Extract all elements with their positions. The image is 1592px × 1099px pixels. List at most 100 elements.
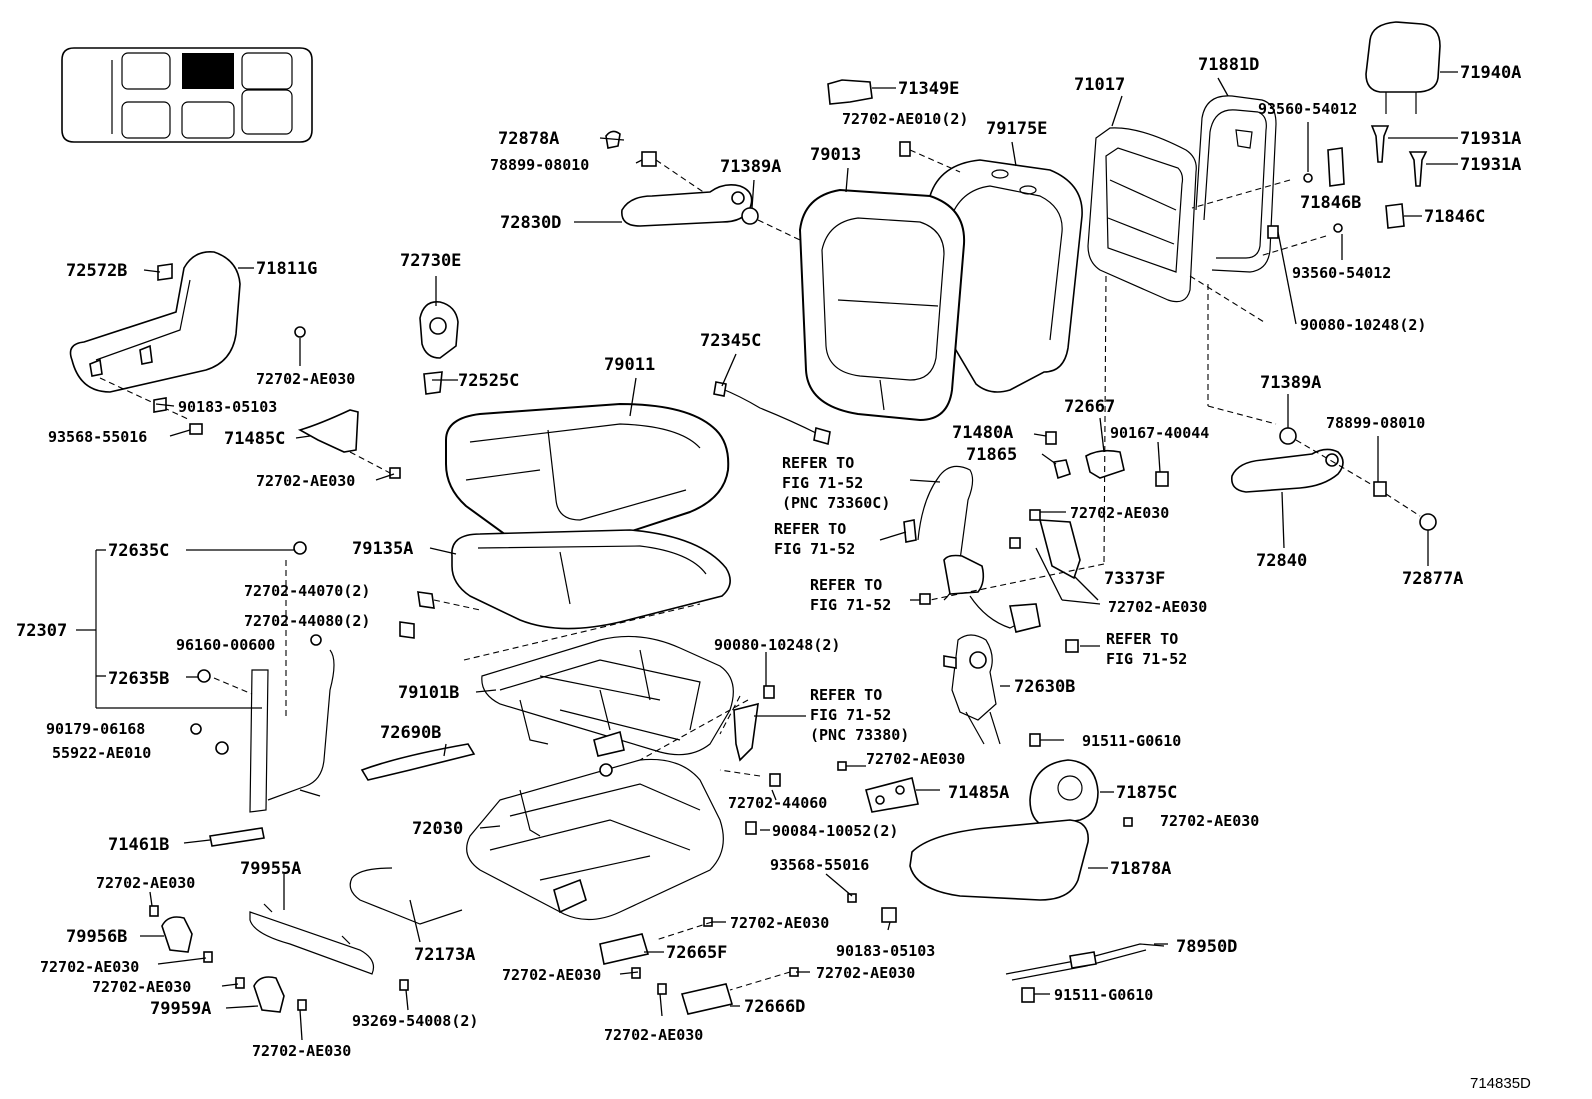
bracket-71485A bbox=[865, 777, 919, 813]
seatback-frame bbox=[1087, 95, 1277, 303]
seatbelt-buckle-assembly bbox=[76, 541, 481, 847]
side-cover-right bbox=[847, 759, 1133, 923]
label-93560-54012-b: 93560-54012 bbox=[1292, 264, 1391, 282]
label-93568-55016-a: 93568-55016 bbox=[48, 428, 147, 446]
label-72702-AE030-m: 72702-AE030 bbox=[604, 1026, 703, 1044]
bolt-90080-upper bbox=[1189, 179, 1327, 323]
recliner-72630B bbox=[943, 634, 1041, 747]
label-72702-44060: 72702-44060 bbox=[728, 794, 827, 812]
refer-1-line3: (PNC 73360C) bbox=[782, 494, 890, 512]
label-72702-AE030-a: 72702-AE030 bbox=[256, 370, 355, 388]
label-71865: 71865 bbox=[966, 445, 1017, 465]
seat-frame bbox=[481, 635, 734, 757]
label-90080-10248-2-a: 90080-10248(2) bbox=[1300, 316, 1426, 334]
label-90167-40044: 90167-40044 bbox=[1110, 424, 1209, 442]
label-71940A: 71940A bbox=[1460, 63, 1521, 83]
dashed-guides bbox=[463, 275, 1277, 777]
label-72702-AE030-k: 72702-AE030 bbox=[816, 964, 915, 982]
label-71846C: 71846C bbox=[1424, 207, 1485, 227]
headrest-guides bbox=[1370, 125, 1458, 187]
refer-2-line2: FIG 71-52 bbox=[774, 540, 855, 558]
seat-cushion-cover bbox=[451, 529, 731, 630]
brackets-72665F-72666D bbox=[599, 917, 799, 1015]
label-72702-44080-2: 72702-44080(2) bbox=[244, 612, 370, 630]
label-71485A: 71485A bbox=[948, 783, 1009, 803]
label-72702-AE030-d: 72702-AE030 bbox=[1108, 598, 1207, 616]
label-91511-G0610-a: 91511-G0610 bbox=[1082, 732, 1181, 750]
armrest-left bbox=[574, 130, 801, 241]
highlighted-seat-icon bbox=[182, 53, 234, 89]
label-71881D: 71881D bbox=[1198, 55, 1259, 75]
armrest-right bbox=[1230, 427, 1437, 531]
label-90183-05103-b: 90183-05103 bbox=[836, 942, 935, 960]
label-71485C: 71485C bbox=[224, 429, 285, 449]
label-72345C: 72345C bbox=[700, 331, 761, 351]
label-71389A-b: 71389A bbox=[1260, 373, 1321, 393]
label-55922-AE010: 55922-AE010 bbox=[52, 744, 151, 762]
label-72665F: 72665F bbox=[666, 943, 727, 963]
label-79956B: 79956B bbox=[66, 927, 127, 947]
label-71931A-b: 71931A bbox=[1460, 155, 1521, 175]
label-71878A: 71878A bbox=[1110, 859, 1171, 879]
label-72840: 72840 bbox=[1256, 551, 1307, 571]
label-71846B: 71846B bbox=[1300, 193, 1361, 213]
label-71017: 71017 bbox=[1074, 75, 1125, 95]
label-71389A-a: 71389A bbox=[720, 157, 781, 177]
label-72730E: 72730E bbox=[400, 251, 461, 271]
label-72702-AE030-g: 72702-AE030 bbox=[96, 874, 195, 892]
label-72702-AE030-e: 72702-AE030 bbox=[866, 750, 965, 768]
refer-3-line1: REFER TO bbox=[810, 576, 882, 594]
label-79013: 79013 bbox=[810, 145, 861, 165]
label-72572B: 72572B bbox=[66, 261, 127, 281]
rod-72345C bbox=[713, 381, 831, 446]
label-71349E: 71349E bbox=[898, 79, 959, 99]
label-72666D: 72666D bbox=[744, 997, 805, 1017]
refer-2-line1: REFER TO bbox=[774, 520, 846, 538]
label-72878A: 72878A bbox=[498, 129, 559, 149]
label-72630B: 72630B bbox=[1014, 677, 1075, 697]
label-72877A: 72877A bbox=[1402, 569, 1463, 589]
vehicle-locator bbox=[61, 47, 313, 143]
label-73373F: 73373F bbox=[1104, 569, 1165, 589]
seatbelt-retractor bbox=[903, 431, 1169, 653]
leader-lines bbox=[140, 77, 1429, 1041]
label-93568-55016-b: 93568-55016 bbox=[770, 856, 869, 874]
label-79101B: 79101B bbox=[398, 683, 459, 703]
label-71931A-a: 71931A bbox=[1460, 129, 1521, 149]
label-90179-06168: 90179-06168 bbox=[46, 720, 145, 738]
seatback-pad bbox=[798, 188, 966, 422]
figure-id: 714835D bbox=[1470, 1075, 1531, 1092]
refer-4-line1: REFER TO bbox=[1106, 630, 1178, 648]
label-93269-54008-2: 93269-54008(2) bbox=[352, 1012, 478, 1030]
label-72667: 72667 bbox=[1064, 397, 1115, 417]
label-90080-10248-2-b: 90080-10248(2) bbox=[714, 636, 840, 654]
refer-5-line2: FIG 71-52 bbox=[810, 706, 891, 724]
label-93560-54012-a: 93560-54012 bbox=[1258, 100, 1357, 118]
label-72702-44070-2: 72702-44070(2) bbox=[244, 582, 370, 600]
label-78899-08010-a: 78899-08010 bbox=[490, 156, 589, 174]
label-72702-AE030-b: 72702-AE030 bbox=[256, 472, 355, 490]
seat-cushion-pad bbox=[445, 402, 730, 552]
refer-5-line1: REFER TO bbox=[810, 686, 882, 704]
seat-clips bbox=[1303, 147, 1422, 233]
refer-notes: REFER TO FIG 71-52 (PNC 73360C) REFER TO… bbox=[774, 454, 1187, 744]
label-72635C: 72635C bbox=[108, 541, 169, 561]
bar-72173A bbox=[349, 867, 463, 925]
label-72702-AE030-i: 72702-AE030 bbox=[730, 914, 829, 932]
label-72173A: 72173A bbox=[414, 945, 475, 965]
label-79959A: 79959A bbox=[150, 999, 211, 1019]
label-79955A: 79955A bbox=[240, 859, 301, 879]
refer-5-line3: (PNC 73380) bbox=[810, 726, 909, 744]
label-71480A: 71480A bbox=[952, 423, 1013, 443]
label-72702-AE030-f: 72702-AE030 bbox=[1160, 812, 1259, 830]
label-79135A: 79135A bbox=[352, 539, 413, 559]
label-79175E: 79175E bbox=[986, 119, 1047, 139]
bolt-ae010 bbox=[899, 141, 961, 173]
refer-1-line1: REFER TO bbox=[782, 454, 854, 472]
label-90084-10052-2: 90084-10052(2) bbox=[772, 822, 898, 840]
label-78950D: 78950D bbox=[1176, 937, 1237, 957]
label-71811G: 71811G bbox=[256, 259, 317, 279]
label-72702-AE030-h: 72702-AE030 bbox=[40, 958, 139, 976]
label-71875C: 71875C bbox=[1116, 783, 1177, 803]
